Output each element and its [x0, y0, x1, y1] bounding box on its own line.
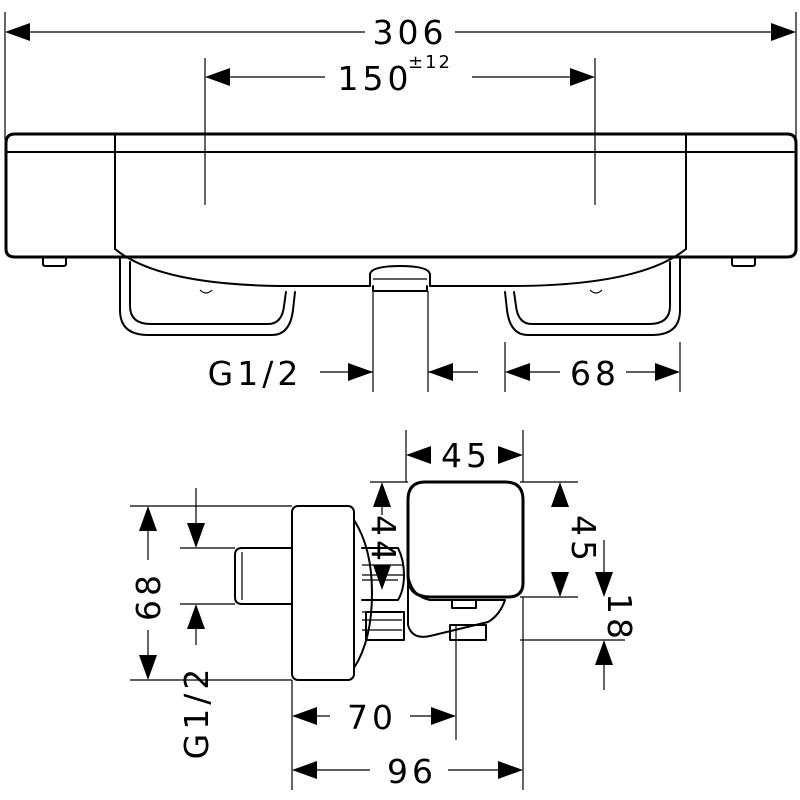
offset-upper-dimension: 44 — [364, 481, 408, 590]
mixer-body-side — [234, 480, 525, 740]
depth-to-spout-label: 70 — [347, 698, 397, 737]
inlet-height-label: 68 — [129, 571, 168, 621]
total-depth-dimension: 96 — [292, 597, 524, 791]
spout-height-dimension: 18 — [520, 540, 639, 690]
inlet-spacing-tolerance: ±12 — [408, 52, 452, 73]
mixer-body-top — [4, 132, 798, 292]
inlet-thread-dimension-top: G1/2 — [208, 291, 478, 393]
inlet-thread-label-side: G1/2 — [177, 665, 216, 760]
inlet-spacing-dimension: 150 ±12 — [204, 52, 596, 205]
offset-upper-label: 44 — [364, 515, 403, 565]
body-depth-label: 45 — [441, 436, 491, 475]
inlet-thread-label-top: G1/2 — [208, 354, 303, 393]
depth-to-spout-dimension: 70 — [291, 680, 456, 790]
overall-width-label: 306 — [373, 13, 448, 52]
handles-top — [119, 256, 681, 336]
top-view: 306 150 ±12 — [4, 12, 798, 393]
inlet-spacing-label: 150 — [338, 59, 413, 98]
side-view: 45 45 44 18 — [129, 430, 639, 791]
body-depth-dimension: 45 — [405, 430, 524, 482]
body-height-dimension: 45 — [520, 481, 603, 598]
handle-width-dimension: 68 — [504, 342, 681, 393]
total-depth-label: 96 — [387, 752, 437, 791]
overall-width-dimension: 306 — [4, 12, 797, 140]
handle-width-label: 68 — [570, 354, 620, 393]
body-height-label: 45 — [564, 515, 603, 565]
spout-height-label: 18 — [600, 593, 639, 643]
inlet-height-dimension: 68 — [129, 505, 292, 681]
inlet-thread-dimension-side: G1/2 — [177, 488, 235, 759]
